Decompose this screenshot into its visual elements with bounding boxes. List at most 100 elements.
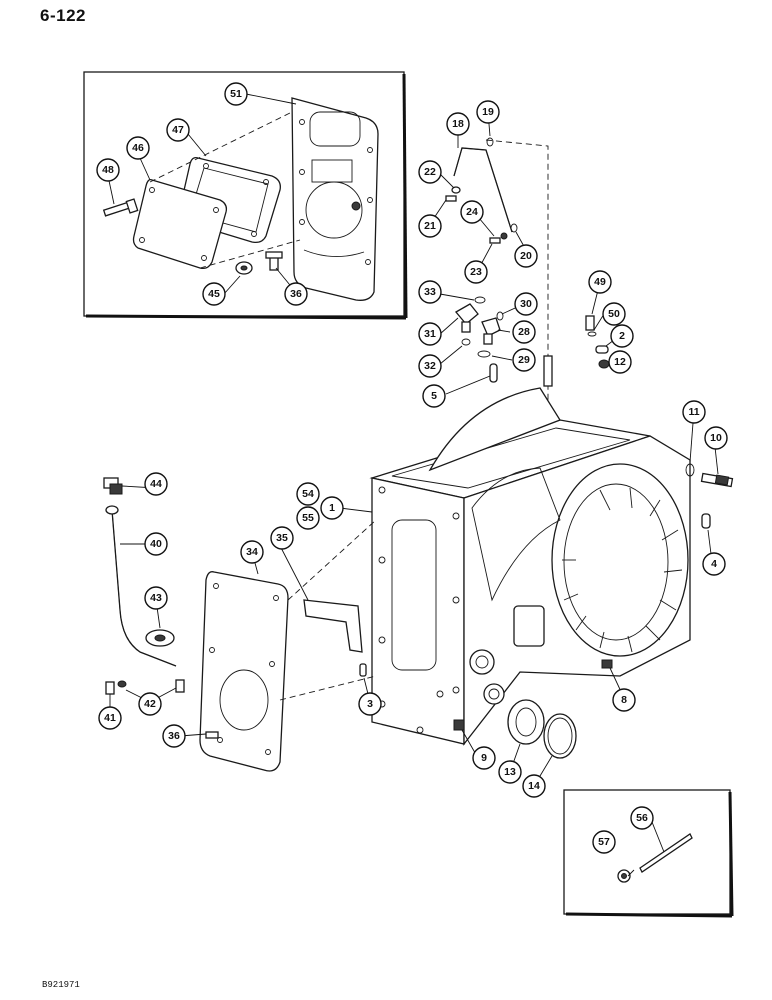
svg-text:40: 40 (150, 538, 162, 550)
pipe-40 (105, 505, 177, 667)
callout-3: 3 (358, 692, 382, 716)
svg-text:48: 48 (102, 164, 114, 176)
callout-55: 55 (296, 506, 320, 530)
callout-24: 24 (460, 200, 484, 224)
callout-18: 18 (446, 112, 470, 136)
dowel-5 (489, 363, 498, 383)
callout-54: 54 (296, 482, 320, 506)
cover-plate-51 (291, 97, 379, 301)
callout-45: 45 (202, 282, 226, 306)
o-ring-29 (477, 350, 491, 358)
o-ring-32 (461, 338, 471, 346)
inset-bottom-shadow-base (565, 912, 733, 918)
svg-text:3: 3 (367, 698, 373, 710)
svg-text:23: 23 (470, 266, 482, 278)
callout-57: 57 (592, 830, 616, 854)
callout-23: 23 (464, 260, 488, 284)
svg-text:36: 36 (290, 288, 302, 300)
svg-text:32: 32 (424, 360, 436, 372)
dowel-3 (359, 663, 367, 677)
plug-9 (453, 719, 465, 731)
svg-text:28: 28 (518, 326, 530, 338)
washer-45 (235, 261, 253, 275)
callout-36b: 36 (162, 724, 186, 748)
svg-text:55: 55 (302, 512, 314, 524)
svg-text:34: 34 (246, 546, 258, 558)
dowel-4 (701, 513, 711, 529)
callout-19: 19 (476, 100, 500, 124)
svg-text:47: 47 (172, 124, 184, 136)
svg-text:24: 24 (466, 206, 478, 218)
svg-text:21: 21 (424, 220, 436, 232)
callout-4: 4 (702, 552, 726, 576)
callout-31: 31 (418, 322, 442, 346)
callout-20: 20 (514, 244, 538, 268)
svg-text:11: 11 (688, 406, 699, 418)
svg-text:18: 18 (452, 118, 464, 130)
callout-2: 2 (610, 324, 634, 348)
nut-57 (617, 869, 631, 883)
callout-42: 42 (138, 692, 162, 716)
inset-bottom-shadow (728, 791, 734, 917)
callout-21: 21 (418, 214, 442, 238)
svg-text:57: 57 (598, 836, 610, 848)
svg-text:29: 29 (518, 354, 530, 366)
svg-text:54: 54 (302, 488, 314, 500)
inset-panel-shadow (85, 73, 408, 320)
callout-51: 51 (224, 82, 248, 106)
svg-text:2: 2 (619, 330, 625, 342)
page-number: 6-122 (40, 6, 86, 25)
svg-text:20: 20 (520, 250, 532, 262)
svg-text:8: 8 (621, 694, 627, 706)
flange-43 (145, 629, 175, 647)
callout-43: 43 (144, 586, 168, 610)
rod-56 (639, 833, 693, 873)
alignment-line-oil (485, 139, 549, 420)
svg-text:44: 44 (150, 478, 162, 490)
plug-8 (601, 659, 613, 669)
transmission-housing (369, 355, 691, 746)
svg-text:46: 46 (132, 142, 144, 154)
fitting-44 (103, 477, 123, 495)
svg-text:51: 51 (230, 88, 242, 100)
callout-49: 49 (588, 270, 612, 294)
svg-text:45: 45 (208, 288, 220, 300)
reference-code: B921971 (42, 980, 80, 990)
o-ring-11 (685, 463, 695, 477)
fitting-31 (455, 303, 479, 333)
seal-13 (507, 699, 545, 745)
callout-30: 30 (514, 292, 538, 316)
callout-33: 33 (418, 280, 442, 304)
svg-text:35: 35 (276, 532, 288, 544)
callout-50: 50 (602, 302, 626, 326)
bolt-49 (585, 315, 595, 331)
svg-text:13: 13 (504, 766, 516, 778)
bracket-35 (303, 599, 363, 653)
svg-text:42: 42 (144, 698, 156, 710)
svg-text:22: 22 (424, 166, 436, 178)
cover-plate-34 (199, 571, 289, 772)
svg-text:1: 1 (329, 502, 335, 514)
svg-text:49: 49 (594, 276, 606, 288)
svg-text:33: 33 (424, 286, 436, 298)
svg-text:41: 41 (104, 712, 116, 724)
fitting-28 (481, 317, 501, 345)
callout-47: 47 (166, 118, 190, 142)
callout-10: 10 (704, 426, 728, 450)
callout-36a: 36 (284, 282, 308, 306)
callout-28: 28 (512, 320, 536, 344)
svg-text:5: 5 (431, 390, 437, 402)
svg-text:10: 10 (710, 432, 722, 444)
washer-50 (587, 331, 597, 337)
alignment-line-inset (149, 111, 301, 269)
callout-13: 13 (498, 760, 522, 784)
callout-32: 32 (418, 354, 442, 378)
svg-text:4: 4 (711, 558, 717, 570)
svg-text:43: 43 (150, 592, 162, 604)
svg-text:12: 12 (614, 356, 626, 368)
o-ring-33 (474, 296, 486, 304)
svg-text:19: 19 (482, 106, 494, 118)
svg-text:9: 9 (481, 752, 487, 764)
callout-56: 56 (630, 806, 654, 830)
